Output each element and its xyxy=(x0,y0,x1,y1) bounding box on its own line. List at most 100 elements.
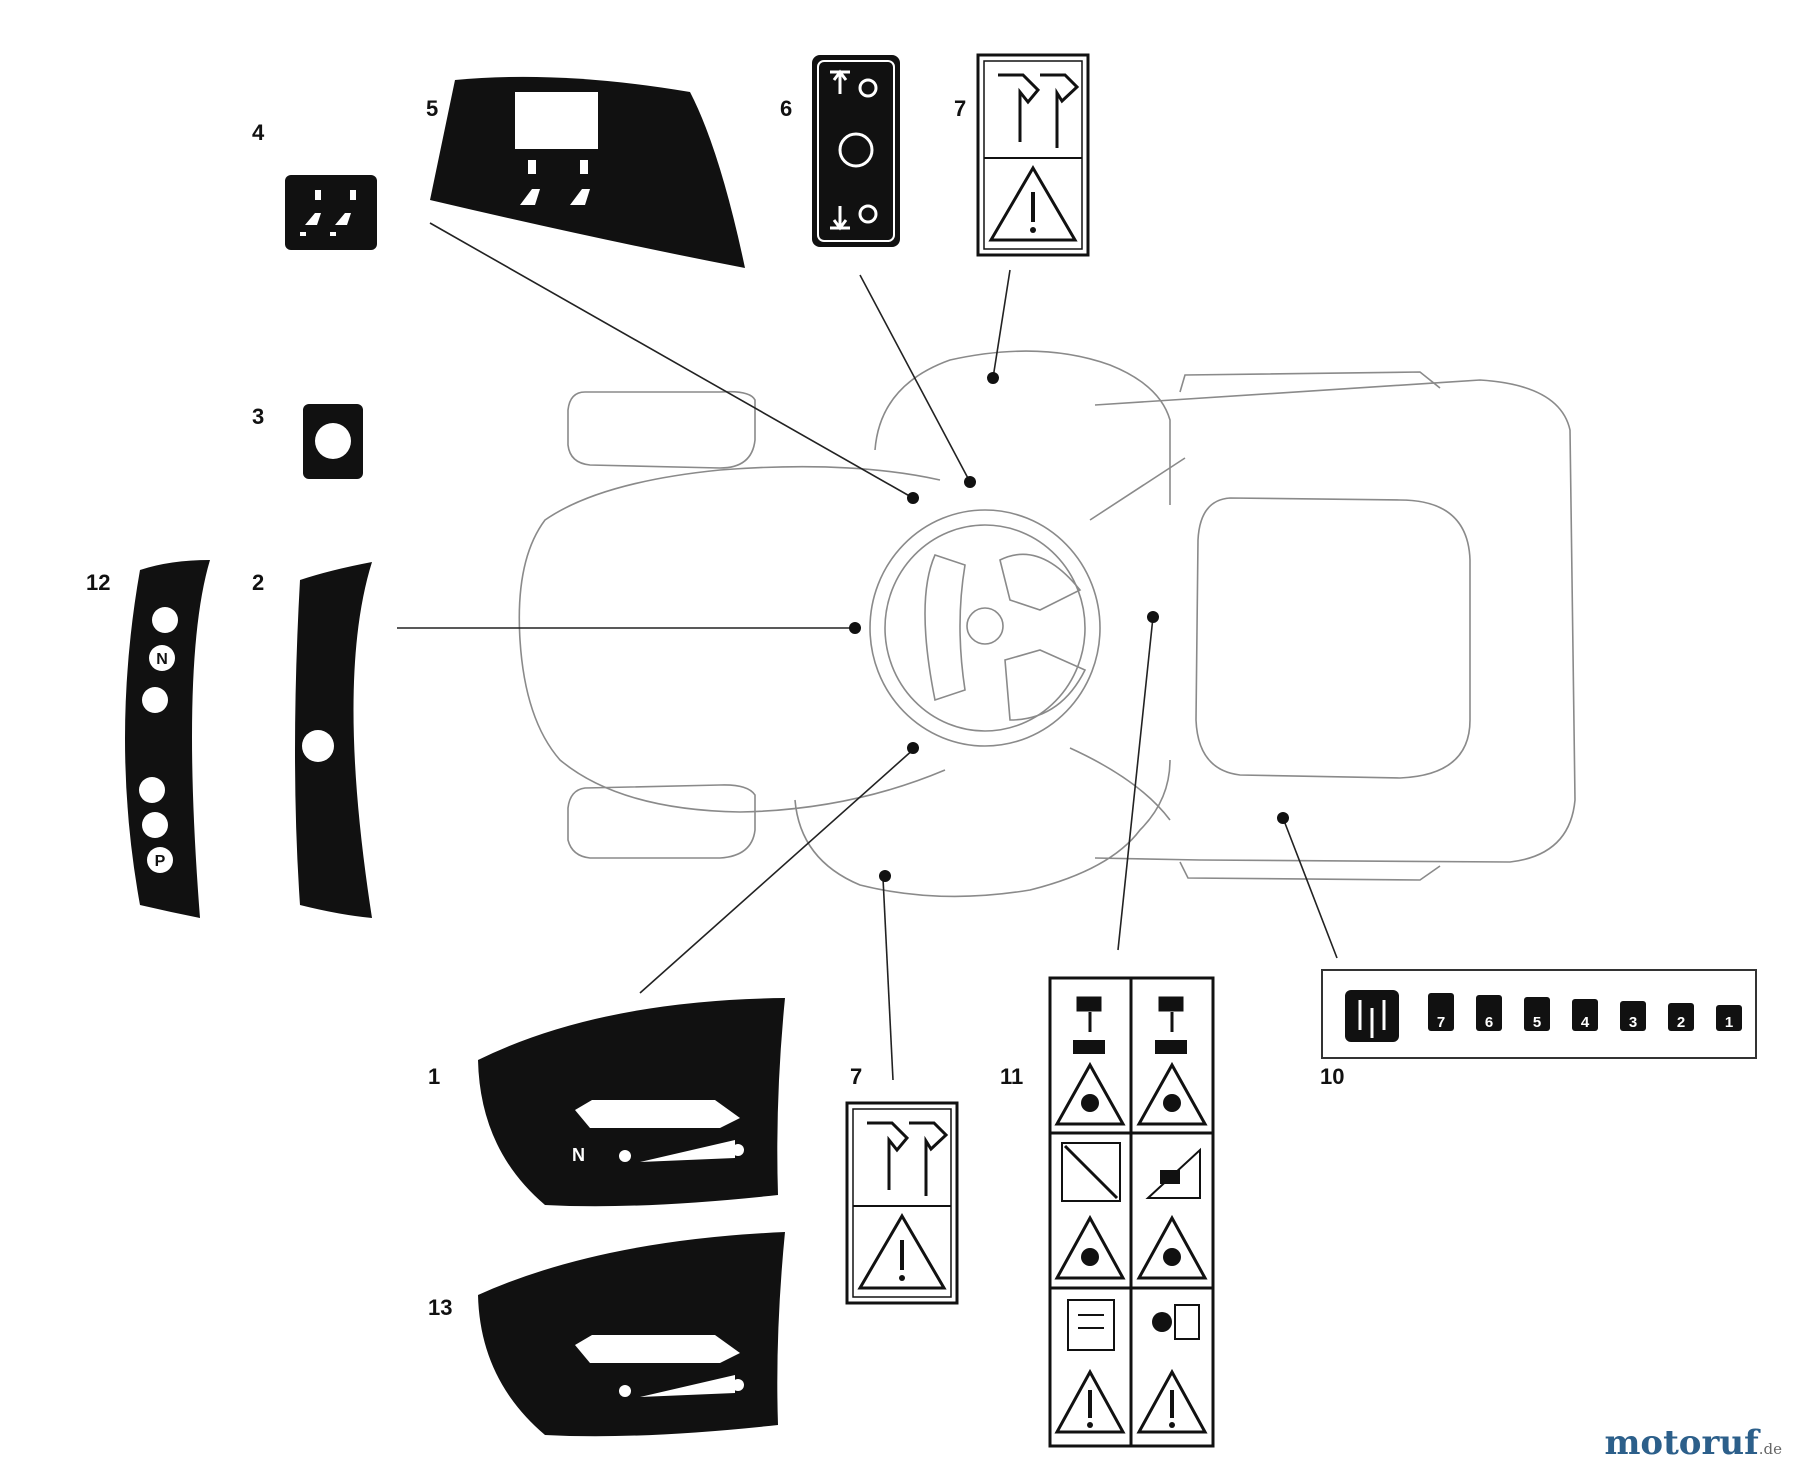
callout-6: 6 xyxy=(780,96,793,121)
decal-6 xyxy=(812,55,900,247)
height-tab-label: 3 xyxy=(1629,1014,1637,1031)
warning-triangle-icon xyxy=(857,1213,947,1290)
leader-7-top xyxy=(992,269,1011,379)
remove-key-icon xyxy=(1136,1304,1208,1434)
decal-12-letter-n: N xyxy=(156,651,168,668)
decal-7-bottom xyxy=(845,1101,959,1305)
height-tab-7 xyxy=(1428,993,1454,1031)
dash-strut-bottom xyxy=(1069,747,1171,821)
dot-11 xyxy=(1147,611,1159,623)
dot-7-bottom xyxy=(879,870,891,882)
leader-dots xyxy=(849,372,1289,882)
decal-1: N xyxy=(478,998,785,1207)
callout-12: 12 xyxy=(86,570,111,595)
decal-1-letter-n: N xyxy=(572,1144,585,1164)
finger-pinch-icon xyxy=(867,1121,949,1196)
warning-triangle-icon xyxy=(988,165,1078,242)
steering-spoke-right-top xyxy=(999,553,1082,611)
arrow-up-icon xyxy=(830,69,850,94)
decal-12: N P xyxy=(125,560,210,918)
leader-10 xyxy=(1282,817,1338,959)
brake-pedal-icon xyxy=(858,78,878,98)
leader-6 xyxy=(859,274,971,483)
front-wheel-bottom xyxy=(567,784,756,859)
watermark-main: motoruf xyxy=(1604,1423,1759,1463)
callout-11: 11 xyxy=(1000,1064,1024,1089)
fender-bottom xyxy=(794,759,1171,898)
steering-hub xyxy=(966,607,1004,645)
height-tab-label: 5 xyxy=(1533,1014,1541,1031)
height-tab-3 xyxy=(1620,1001,1646,1031)
throttle-slot xyxy=(575,1100,740,1128)
leader-7-bottom xyxy=(882,877,894,1081)
callout-1: 1 xyxy=(428,1064,441,1089)
throttle-slot xyxy=(575,1335,740,1363)
decal-10: 7 6 5 4 3 2 1 xyxy=(1321,969,1757,1059)
decal-2 xyxy=(295,562,372,918)
thrown-object-warning-icon xyxy=(1054,996,1126,1126)
dash-strut-top xyxy=(1089,457,1186,521)
dot-4 xyxy=(907,492,919,504)
callout-7-top: 7 xyxy=(954,96,967,121)
watermark-suffix: .de xyxy=(1758,1440,1782,1458)
height-position-tabs: 7 6 5 4 3 2 1 xyxy=(1428,993,1742,1031)
steering-spoke-left xyxy=(924,554,966,702)
decal-5 xyxy=(430,76,745,268)
decal-12-letter-p: P xyxy=(155,853,166,870)
height-tab-label: 6 xyxy=(1485,1014,1493,1031)
callout-2: 2 xyxy=(252,570,265,595)
mower-outline xyxy=(518,350,1576,898)
leader-11 xyxy=(1117,616,1154,951)
height-tab-6 xyxy=(1476,995,1502,1031)
decal-7-top xyxy=(976,53,1090,257)
leader-1 xyxy=(639,747,916,994)
height-tab-label: 7 xyxy=(1437,1014,1445,1031)
steering-wheel-outer xyxy=(869,509,1101,747)
height-tab-4 xyxy=(1572,999,1598,1031)
height-tab-2 xyxy=(1668,1003,1694,1031)
seat-lever-icon xyxy=(305,213,351,225)
callout-13: 13 xyxy=(428,1295,453,1320)
height-tab-label: 2 xyxy=(1677,1014,1685,1031)
rear-body-bottom-strip xyxy=(1179,861,1441,881)
decal-11 xyxy=(1048,976,1215,1448)
callout-7-bottom: 7 xyxy=(850,1064,863,1089)
dot-7-top xyxy=(987,372,999,384)
front-wheel-top xyxy=(567,390,756,469)
dot-2 xyxy=(849,622,861,634)
callout-10: 10 xyxy=(1320,1064,1345,1089)
callout-4: 4 xyxy=(252,120,265,145)
decal-13 xyxy=(478,1232,785,1437)
seat-lever-icon xyxy=(520,189,590,205)
dot-1 xyxy=(907,742,919,754)
decal-3 xyxy=(303,404,363,479)
parking-brake-icon xyxy=(838,132,874,168)
callout-3: 3 xyxy=(252,404,265,429)
slope-warning-icon xyxy=(1136,1147,1208,1280)
height-tab-1 xyxy=(1716,1005,1742,1031)
seat xyxy=(1195,497,1471,779)
finger-pinch-icon xyxy=(998,73,1080,148)
hood xyxy=(518,465,946,813)
no-passengers-icon xyxy=(1054,1142,1126,1280)
rear-body xyxy=(1094,379,1576,863)
rear-body-top-strip xyxy=(1179,371,1441,393)
watermark: motoruf.de xyxy=(1604,1423,1782,1463)
height-tab-5 xyxy=(1524,997,1550,1031)
height-tab-label: 4 xyxy=(1581,1014,1590,1031)
steering-wheel-inner xyxy=(884,524,1086,732)
arrow-down-icon xyxy=(830,206,850,231)
leader-4 xyxy=(429,222,914,499)
steering-spoke-right-bottom xyxy=(1004,649,1087,721)
dot-6 xyxy=(964,476,976,488)
fender-top xyxy=(874,350,1171,505)
callout-5: 5 xyxy=(426,96,439,121)
leader-lines xyxy=(397,222,1338,1081)
decal-4 xyxy=(285,175,377,250)
thrown-object-warning-icon xyxy=(1136,996,1208,1126)
read-manual-icon xyxy=(1054,1299,1126,1434)
dot-10 xyxy=(1277,812,1289,824)
height-tab-label: 1 xyxy=(1725,1014,1733,1031)
